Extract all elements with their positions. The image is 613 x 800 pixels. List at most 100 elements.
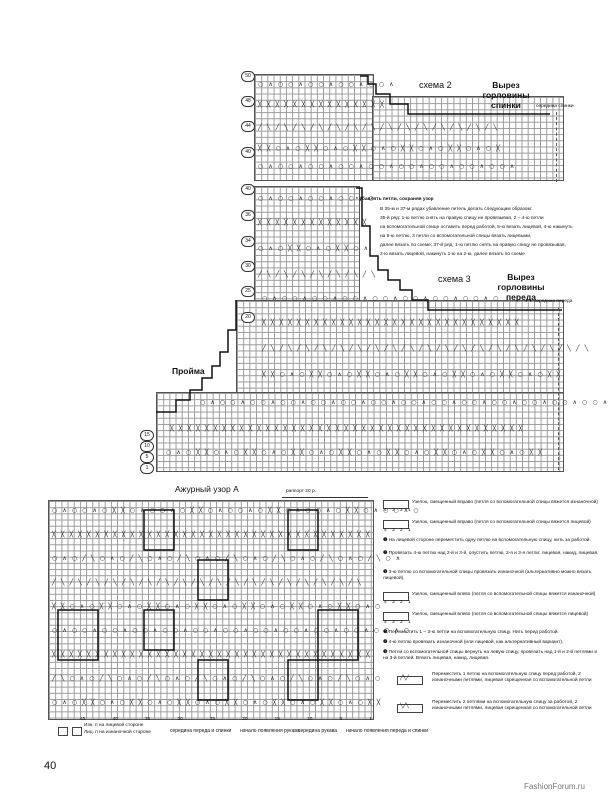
legend-symbol-box [383, 612, 409, 621]
lace-column-number: 25 [209, 717, 216, 722]
scheme2-marks-row5: ○ ∧ ○ ○ ∧ ○ ○ ∧ ○ ○ ∧ ○ ○ ∧ ○ ○ ∧ ○ ○ ∧ … [258, 163, 516, 170]
scheme3-row-number: 5 [140, 452, 154, 463]
legend-symbol-box [383, 520, 409, 529]
lace-marks-row5: ╳ ╳ ○ ∧ ○ ╳ ╳ ○ ∧ ○ ╳ ╳ ○ ∧ ○ ╳ ╳ ○ ∧ ○ … [52, 603, 382, 610]
legend-step-text: 3-ю петлю со вспомогательной спицы провя… [383, 570, 592, 581]
lace-rapport-bracket [282, 497, 368, 498]
scheme3-title: схема 3 [438, 274, 471, 284]
legend-step-text: Провязать 4-ю петлю над 2-й и 3-й, опуст… [388, 551, 599, 556]
scheme2-neck-label: Вырез горловины спинки [482, 80, 530, 110]
scheme3-note-line: В 35-м и 37-м рядах убавление петель дел… [380, 207, 533, 212]
legend-step: ❸ 3-ю петлю со вспомогательной спицы про… [383, 570, 592, 581]
scheme3-note-heading: * убавлять петли, сохраняя узор [356, 197, 434, 202]
scheme3-chart-grid-bottom [156, 392, 564, 472]
lace-marks-row1: ○ ∧ ○ ○ ∧ ○ ╳ ╳ ○ ∧ ○ ○ ∧ ○ ╳ ╳ ○ ∧ ○ ○ … [52, 507, 421, 514]
legend-step-text: 4-ю петлю провязать изнаночной (или лице… [388, 640, 564, 645]
scheme3-marks-row1: ○ ∧ ○ ○ ∧ ○ ○ ∧ ○ ○ ∧ ○ [258, 195, 376, 202]
scheme3-marks-row10: ╳ ╳ ╳ ╳ ╳ ╳ ╳ ╳ ╳ ╳ ╳ ╳ ╳ ╳ ╳ ╳ ╳ ╳ ╳ ╳ … [170, 425, 524, 432]
scheme3-note-line: на 5-ю петлю, 3 петли со вспомогательной… [380, 234, 532, 239]
scheme2-row-number: 50 [241, 71, 255, 82]
scheme3-row-number: 20 [241, 312, 255, 323]
scheme3-row-number: 15 [140, 430, 154, 441]
lace-marks-row2: ╳ ╳ ╳ ╳ ╳ ╳ ╳ ╳ ╳ ╳ ╳ ╳ ╳ ╳ ╳ ╳ ╳ ╳ ╳ ╳ … [52, 531, 372, 538]
scheme2-middle-line [556, 112, 557, 182]
bottom-label: середина рукава [298, 728, 338, 734]
key-empty-cell [58, 727, 68, 736]
lace-column-number: 40 [112, 717, 118, 722]
scheme3-row-number: 40 [241, 184, 255, 195]
scheme2-marks-row1: ○ ∧ ○ ○ ∧ ○ ○ ∧ ○ ○ ∧ ○ ○ ∧ [258, 81, 396, 88]
page-number: 40 [44, 760, 57, 772]
scheme3-row-number: 10 [140, 441, 154, 452]
bottom-label: середина переда и спинки [170, 728, 232, 734]
bottom-label: начало появления переда и спинки [346, 728, 428, 734]
scheme3-row-number: 36 [241, 210, 255, 221]
scheme2-marks-row2: ╳ ╳ ╳ ╳ ╳ ╳ ╳ ╳ ╳ ╳ ╳ ╳ ╳ ╳ ╳ [258, 101, 386, 108]
legend-step-text: На лицевой стороне переместить одну петл… [388, 538, 591, 543]
scheme3-middle-label: середина переда [534, 299, 573, 304]
scheme3-marks-row4: ╱ ╲ ╱ ╲ ╱ ╲ ╱ ╲ ╱ ╲ ╱ ╲ ╱ ╲ [258, 271, 377, 278]
lace-column-number: 1 [369, 717, 372, 722]
scheme2-marks-row4: ╳ ╳ ○ ∧ ○ ╳ ╳ ○ ∧ ○ ╳ ╳ ○ ∧ ○ ╳ ╳ ○ ∧ ○ … [258, 145, 502, 152]
scheme3-marks-row11: ○ ∧ ○ ╳ ╳ ○ ∧ ○ ╳ ╳ ○ ∧ ○ ╳ ╳ ○ ∧ ○ ╳ ╳ … [166, 449, 544, 456]
scheme3-row-number: 1 [140, 463, 154, 474]
legend-step: ❷ Провязать 4-ю петлю над 2-й и 3-й, опу… [383, 551, 599, 556]
lace-column-number: 35 [144, 717, 151, 722]
scheme3-marks-row8: ╳ ╳ ○ ∧ ○ ╳ ╳ ○ ∧ ○ ╳ ╳ ○ ∧ ○ ╳ ╳ ○ ∧ ○ … [262, 371, 562, 378]
lace-column-numbers: 45 40 35 30 25 20 15 10 5 1 [80, 717, 372, 723]
scheme3-armhole-label: Пройма [172, 366, 205, 376]
legend-text: Узелок, смещенный вправо (петля со вспом… [412, 520, 591, 525]
lace-marks-row3: ○ ∧ ○ ╱ ╲ ○ ∧ ○ ╱ ╲ ○ ∧ ○ ╱ ╲ ○ ∧ ○ ╱ ╲ … [52, 555, 402, 562]
legend-cable-symbol [397, 676, 423, 685]
lace-title: Ажурный узор А [175, 484, 239, 494]
lace-column-number: 5 [339, 717, 343, 722]
lace-marks-row6: ○ ∧ ○ ○ ∧ ○ ○ ∧ ○ ○ ∧ ○ ○ ∧ ○ ○ ∧ ○ ○ ∧ … [52, 627, 411, 634]
lace-column-number: 30 [177, 717, 183, 722]
scheme2-row-number: 44 [241, 121, 255, 132]
scheme2-chart-grid-right [372, 96, 564, 181]
scheme3-marks-row2: ╳ ╳ ╳ ╳ ╳ ╳ ╳ ╳ ╳ ╳ ╳ ╳ ╳ [258, 219, 368, 226]
scheme3-marks-row7: ╱ ╲ ╱ ╲ ╱ ╲ ╱ ╲ ╱ ╲ ╱ ╲ ╱ ╲ ╱ ╲ ╱ ╲ ╱ ╲ … [262, 345, 590, 352]
scheme2-row-number: 40 [241, 147, 255, 158]
scheme3-neck-label: Вырез горловины переда [497, 272, 545, 302]
scheme3-note-line: 2-ю вязать лицевой, накинуть 1-ю на 2-ю,… [380, 252, 525, 257]
legend-symbol-box [383, 592, 409, 601]
scheme2-middle-label: середина спинки [536, 104, 574, 109]
lace-rapport: раппорт 20 р. [286, 489, 316, 494]
watermark: FashionForum.ru [524, 782, 585, 791]
legend-step-text: Переместить 1 – 3-ю петли на вспомогател… [388, 630, 559, 635]
lace-column-number: 20 [242, 717, 248, 722]
scheme2-chart-grid [254, 74, 374, 181]
legend-cells: 4 3 2 1 [384, 620, 413, 625]
scheme3-chart-grid-top [254, 186, 360, 302]
legend-text: Переместить 2 петлями на вспомогательную… [432, 700, 592, 711]
scheme3-marks-row5: ○ ∧ ○ ○ ∧ ○ ○ ∧ ○ ○ ∧ ○ ○ ∧ ○ ○ ∧ ○ ○ ∧ … [262, 295, 500, 302]
key-dash-cell [72, 727, 82, 736]
scheme3-marks-row9: ○ ∧ ○ ○ ∧ ○ ○ ∧ ○ ○ ∧ ○ ○ ∧ ○ ○ ∧ ○ ○ ∧ … [200, 399, 609, 406]
bottom-label: начало появления рукава [240, 728, 300, 734]
legend-text: Узелок, смещенный вправо (петля со вспом… [412, 500, 598, 505]
legend-cable-glyph: ╱╲╱ [400, 676, 409, 681]
legend-text: Переместить 1 петлю на вспомогательную с… [432, 672, 592, 683]
scheme3-middle-line [558, 308, 559, 470]
scheme3-armhole-outline [156, 300, 237, 413]
scheme3-note-line: на вспомогательной спице оставить перед … [380, 225, 573, 230]
key-knit-text: Изн. п на лицевой стороне [84, 723, 144, 728]
scheme3-marks-row6: ╳ ╳ ╳ ╳ ╳ ╳ ╳ ╳ ╳ ╳ ╳ ╳ ╳ ╳ ╳ ╳ ╳ ╳ ╳ ╳ … [262, 319, 521, 326]
scheme2-neck-outline [360, 75, 550, 115]
scheme3-note-line: далее вязать по схеме; 37-й ряд: 1-ю пет… [380, 243, 566, 248]
legend-step: ❷ 4-ю петлю провязать изнаночной (или ли… [383, 640, 564, 645]
legend-step: ❶ Переместить 1 – 3-ю петли на вспомогат… [383, 630, 559, 635]
lace-marks-row7: ╳ ╳ ╳ ╳ ╳ ╳ ╳ ╳ ╳ ╳ ╳ ╳ ╳ ╳ ╳ ╳ ╳ ╳ ╳ ╳ … [52, 651, 372, 658]
lace-marks-row8: ╱ ╲ ○ ∧ ○ ╱ ╲ ○ ∧ ○ ╱ ╲ ○ ∧ ○ ╱ ╲ ○ ∧ ○ … [52, 675, 382, 682]
legend-cells: 4 3 2 1 [384, 528, 413, 533]
lace-marks-row9: ○ ∧ ○ ╳ ╳ ○ ∧ ○ ╳ ╳ ○ ∧ ○ ╳ ╳ ○ ∧ ○ ╳ ╳ … [52, 699, 382, 706]
legend-text: Узелок, смещенный влево (петля со вспомо… [412, 592, 596, 597]
scheme3-row-number: 30 [241, 261, 255, 272]
legend-cells: 4 3 2 1 [384, 508, 413, 513]
lace-column-number: 10 [307, 717, 313, 722]
scheme2-marks-row3: ╱ ╲ ╱ ╲ ╱ ╲ ╱ ╲ ╱ ╲ ╱ ╲ ╱ ╲ ╱ ╲ ╱ ╲ ╱ ╲ … [258, 124, 499, 131]
lace-marks-row4: ╱ ╲ ╱ ╲ ╱ ╲ ╱ ╲ ╱ ╲ ╱ ╲ ╱ ╲ ╱ ╲ ╱ ╲ ╱ ╲ … [52, 579, 363, 586]
scheme3-row-number: 34 [241, 236, 255, 247]
scheme2-row-number: 48 [241, 96, 255, 107]
